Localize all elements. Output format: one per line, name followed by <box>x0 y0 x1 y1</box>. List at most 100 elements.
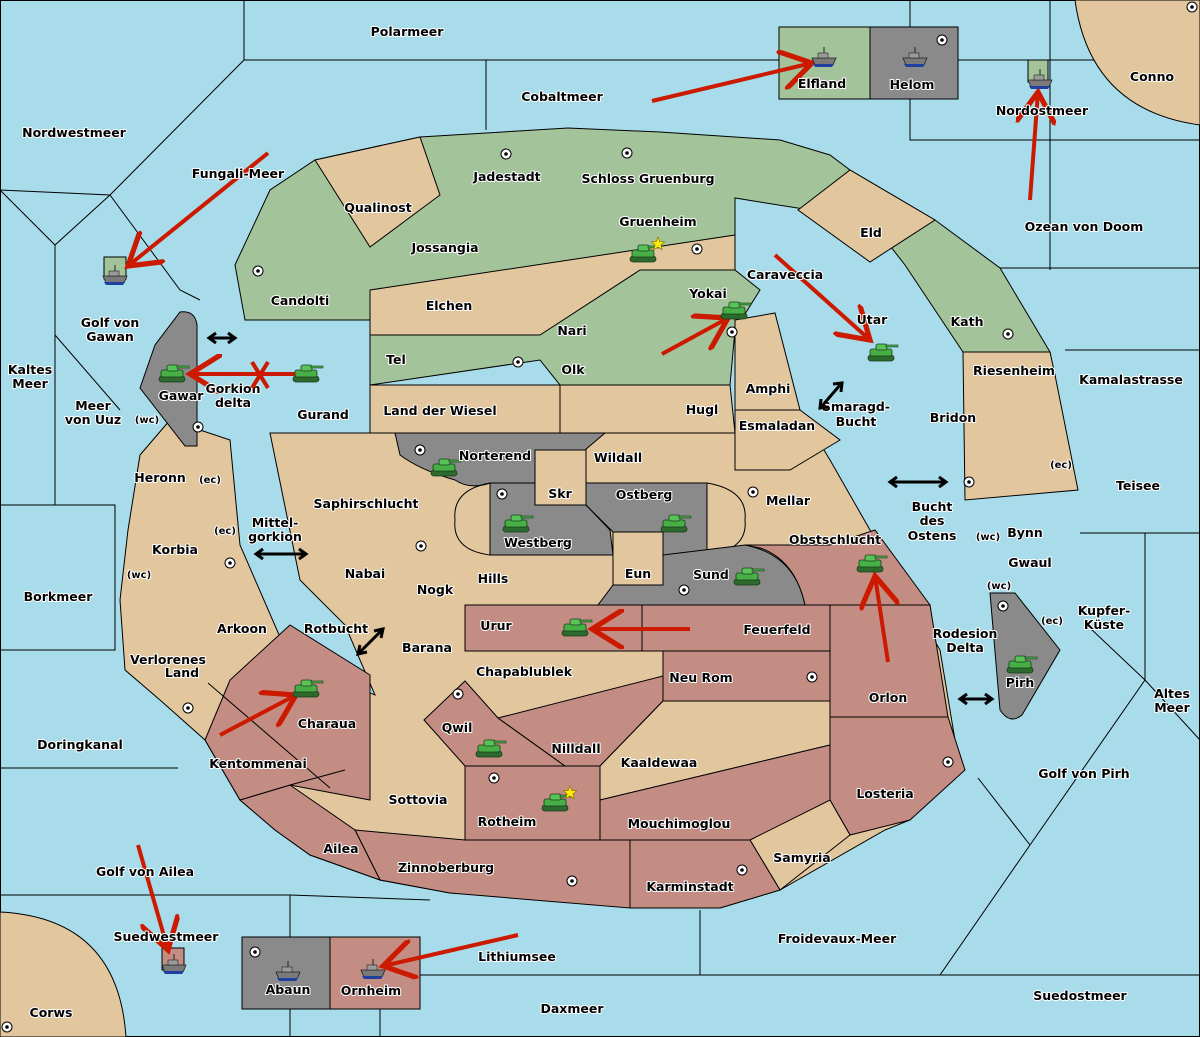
label-kaltes-2: Meer <box>12 376 48 391</box>
supply-center-icon <box>997 600 1009 612</box>
label-nogk: Nogk <box>417 582 454 597</box>
supply-center-icon <box>512 356 524 368</box>
label-nilldall: Nilldall <box>551 741 600 756</box>
order-arrows <box>128 63 1038 966</box>
label-rotheim: Rotheim <box>478 814 537 829</box>
order-arrow-kentommenai-to-charaua <box>219 695 296 737</box>
label-ailea: Ailea <box>323 841 358 856</box>
capital-star-icon <box>562 785 578 800</box>
label-jadestadt: Jadestadt <box>472 169 540 184</box>
label-olk: Olk <box>561 362 585 377</box>
label-gawan-1: Golf von <box>81 315 140 330</box>
supply-center-icon <box>500 148 512 160</box>
label-saphirschlucht: Saphirschlucht <box>314 496 419 511</box>
label-uuz-2: von Uuz <box>65 412 121 427</box>
label-mouchimoglou: Mouchimoglou <box>628 816 731 831</box>
strait-arrow-smaragd <box>818 381 844 410</box>
label-elchen: Elchen <box>426 298 473 313</box>
supply-center-icon <box>182 702 194 714</box>
label-jossangia: Jossangia <box>410 240 478 255</box>
label-land-der-wiesel: Land der Wiesel <box>383 403 496 418</box>
label-altes-1: Altes <box>1154 686 1190 701</box>
supply-center-icon <box>496 488 508 500</box>
label-kaltes-1: Kaltes <box>8 362 52 377</box>
order-arrow-lithiumsee-to-ornheim <box>383 933 519 966</box>
label-smaragd-1: Smaragd- <box>822 399 890 414</box>
label-gwaul: Gwaul <box>1008 555 1051 570</box>
label-doringkanal: Doringkanal <box>37 737 123 752</box>
label-gawar: Gawar <box>159 388 205 403</box>
supply-center-icon <box>488 772 500 784</box>
label-feuerfeld: Feuerfeld <box>743 622 810 637</box>
supply-center-icon <box>621 147 633 159</box>
label-caraveccia: Caraveccia <box>747 267 823 282</box>
label-norterend: Norterend <box>459 448 531 463</box>
territory-corws[interactable] <box>0 911 127 1037</box>
label-doom: Ozean von Doom <box>1025 219 1144 234</box>
supply-center-icon <box>566 875 578 887</box>
supply-center-icon <box>747 486 759 498</box>
order-arrow-cobaltmeer-to-elfland <box>651 63 812 103</box>
supply-center-icon <box>691 243 703 255</box>
label-bucht-2: des <box>920 513 945 528</box>
order-arrow-fungali-meer-to-golf-von-gawan <box>128 151 270 266</box>
label-mittel-1: Mittel- <box>252 515 299 530</box>
coast-wc-korbia: (wc) <box>127 570 151 581</box>
label-losteria: Losteria <box>856 786 913 801</box>
label-wildall: Wildall <box>594 450 642 465</box>
label-obstschlucht: Obstschlucht <box>789 532 881 547</box>
label-nabai: Nabai <box>345 566 386 581</box>
territory-kaaldewaa <box>599 700 831 801</box>
label-fungali: Fungali-Meer <box>192 166 285 181</box>
strait-arrow-pirh <box>957 692 995 706</box>
label-barana: Barana <box>402 640 452 655</box>
label-samyria: Samyria <box>773 850 831 865</box>
label-qwil: Qwil <box>442 720 473 735</box>
territory-conno[interactable] <box>1074 0 1200 126</box>
supply-center-icon <box>678 584 690 596</box>
territory-eld <box>797 169 936 263</box>
strait-arrow-rotbucht <box>356 627 385 656</box>
label-schloss-gruenburg: Schloss Gruenburg <box>581 171 714 186</box>
label-riesenheim: Riesenheim <box>973 363 1055 378</box>
label-daxmeer: Daxmeer <box>540 1001 604 1016</box>
label-chapablublek: Chapablublek <box>476 664 573 679</box>
label-charaua: Charaua <box>298 716 356 731</box>
label-rodesion-2: Delta <box>946 640 984 655</box>
label-bynn: Bynn <box>1007 525 1042 540</box>
territory-labels: Jadestadt Schloss Gruenburg Qualinost Gr… <box>29 68 1176 1021</box>
order-arrow-ozean-von-doom-to-nordostmeer <box>1030 92 1038 201</box>
label-mellar: Mellar <box>766 493 811 508</box>
supply-center-icon <box>192 421 204 433</box>
supply-center-icon <box>1 1021 13 1033</box>
label-hills: Hills <box>478 571 509 586</box>
supply-center-icon <box>963 476 975 488</box>
units <box>102 46 1053 982</box>
label-gawan-2: Gawan <box>86 329 134 344</box>
label-candolti: Candolti <box>271 293 330 308</box>
label-gorkion-2: delta <box>215 395 251 410</box>
label-teisee: Teisee <box>1116 478 1160 493</box>
label-cobaltmeer: Cobaltmeer <box>521 89 603 104</box>
supply-center-icon <box>1186 1 1198 13</box>
label-kamala: Kamalastrasse <box>1079 372 1183 387</box>
label-ornheim: Ornheim <box>341 983 401 998</box>
supply-center-icon <box>1002 328 1014 340</box>
supply-center-icon <box>806 671 818 683</box>
label-gruenheim: Gruenheim <box>619 214 696 229</box>
coast-ec-gwaul: (ec) <box>1041 616 1063 627</box>
label-helom: Helom <box>890 77 935 92</box>
label-neu-rom: Neu Rom <box>669 670 732 685</box>
label-abaun: Abaun <box>266 982 311 997</box>
label-bridon: Bridon <box>930 410 976 425</box>
supply-center-icon <box>726 326 738 338</box>
label-eun: Eun <box>625 566 651 581</box>
label-gurand: Gurand <box>297 407 349 422</box>
label-skr: Skr <box>548 486 572 501</box>
label-sund: Sund <box>693 567 729 582</box>
label-polarmeer: Polarmeer <box>371 24 445 39</box>
label-verlorenes-1: Verlorenes <box>130 652 206 667</box>
label-heronn: Heronn <box>134 470 186 485</box>
order-arrow-nari-to-yokai <box>661 318 728 356</box>
